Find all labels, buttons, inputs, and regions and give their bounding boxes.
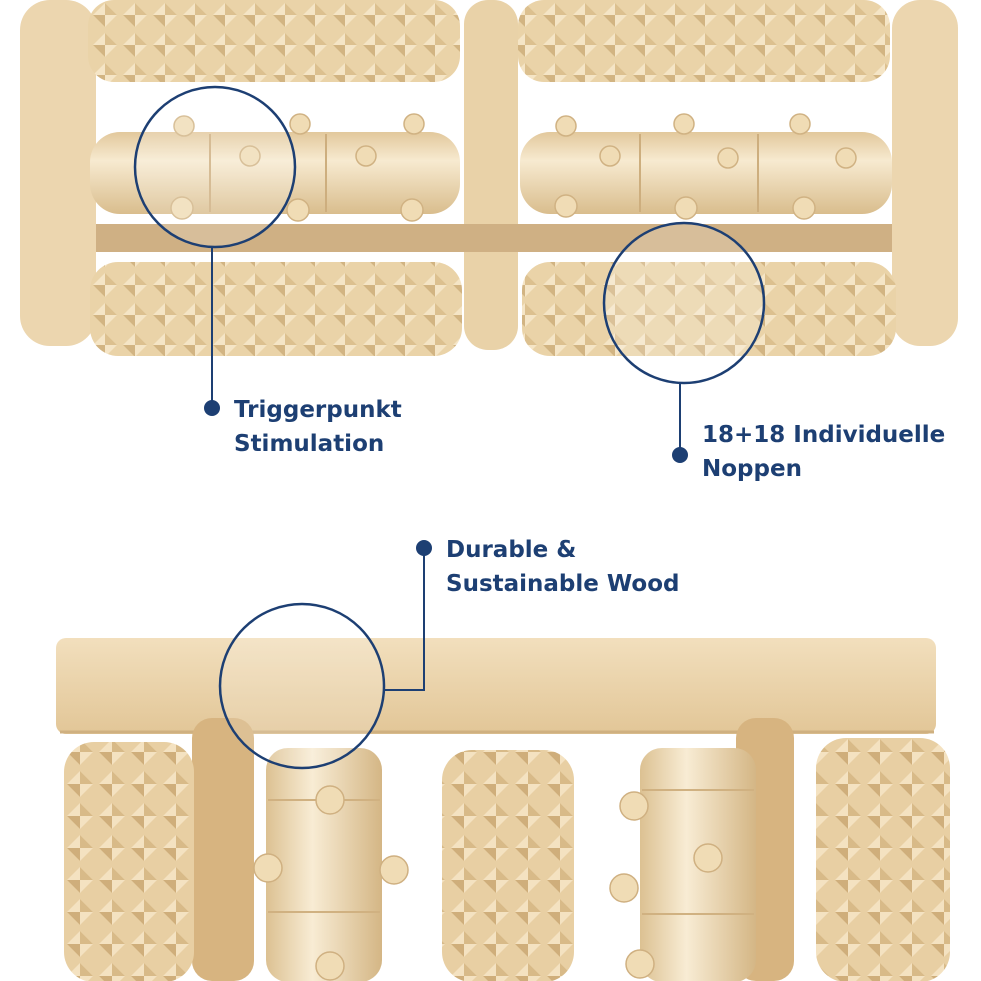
callout-line1: Durable & bbox=[446, 537, 577, 563]
callout-noppen: 18+18 Individuelle Noppen bbox=[702, 418, 945, 486]
bottom-roller-side-view bbox=[56, 638, 950, 981]
callout-triggerpunkt: Triggerpunkt Stimulation bbox=[234, 393, 402, 461]
callout-line2: Noppen bbox=[702, 456, 802, 482]
callout-line2: Stimulation bbox=[234, 431, 385, 457]
callout-line2: Sustainable Wood bbox=[446, 571, 680, 597]
callout-line1: 18+18 Individuelle bbox=[702, 422, 946, 448]
top-roller-frame bbox=[20, 0, 958, 356]
callout-durable-wood: Durable & Sustainable Wood bbox=[446, 533, 680, 601]
callout-line1: Triggerpunkt bbox=[234, 397, 402, 423]
